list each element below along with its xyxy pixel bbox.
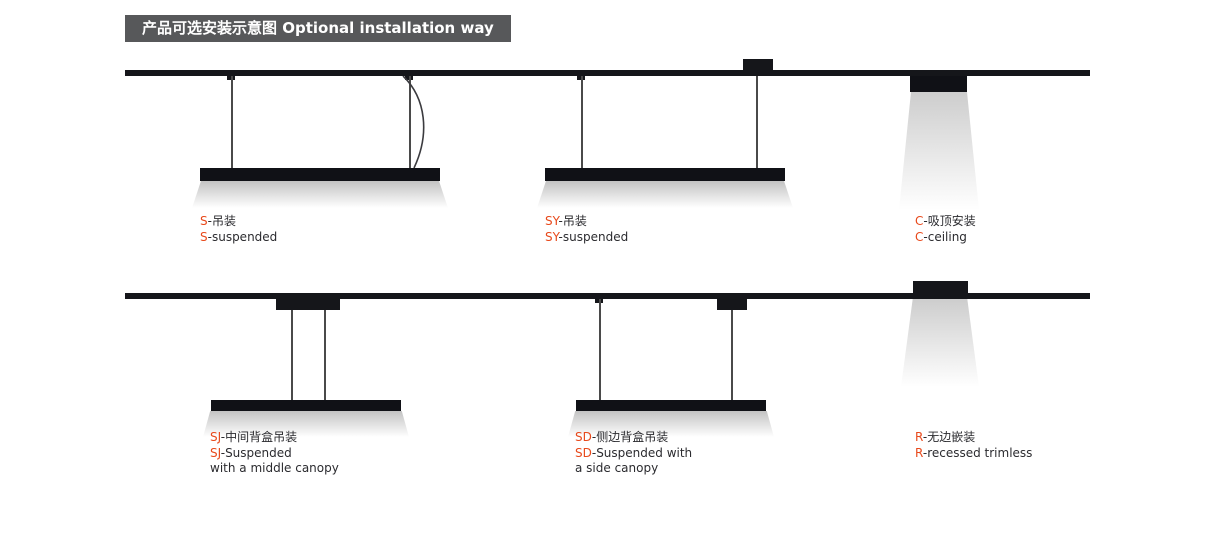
suspension-wire xyxy=(599,299,601,400)
suspension-wire xyxy=(324,310,326,400)
label-sy: SY-吊装 SY-suspended xyxy=(545,214,628,245)
ceiling-line-row1 xyxy=(125,70,1090,76)
label-line-en2: a side canopy xyxy=(575,461,659,475)
light-fixture-bar xyxy=(545,168,785,181)
label-line-cn: C-吸顶安装 xyxy=(915,214,976,228)
label-c: C-吸顶安装 C-ceiling xyxy=(915,214,976,245)
light-glow xyxy=(203,411,409,437)
power-cable xyxy=(402,76,425,168)
suspension-wire xyxy=(409,76,411,168)
label-r: R-无边嵌装 R-recessed trimless xyxy=(915,430,1032,461)
section-title: 产品可选安装示意图 Optional installation way xyxy=(125,15,511,42)
label-line-en: SJ-Suspended xyxy=(210,445,292,460)
suspension-wire xyxy=(291,310,293,400)
suspension-wire xyxy=(731,310,733,400)
label-line-en: SY-suspended xyxy=(545,229,629,244)
label-line-en: R-recessed trimless xyxy=(915,445,1033,460)
light-fixture-bar xyxy=(200,168,440,181)
label-line-cn: SY-吊装 xyxy=(545,214,587,228)
suspension-wire xyxy=(756,76,758,168)
light-glow xyxy=(192,181,448,208)
ceiling-line-row2 xyxy=(125,293,1090,299)
label-line-en2: with a middle canopy xyxy=(210,461,339,475)
middle-canopy-box xyxy=(276,299,340,310)
label-sd: SD-侧边背盒吊装 SD-Suspended with a side canop… xyxy=(575,430,692,477)
label-line-cn: SJ-中间背盒吊装 xyxy=(210,430,298,444)
light-fixture-bar xyxy=(576,400,766,411)
recessed-fixture-box xyxy=(913,281,968,293)
label-line-cn: S-吊装 xyxy=(200,214,236,228)
label-line-cn: SD-侧边背盒吊装 xyxy=(575,430,669,444)
light-beam xyxy=(901,299,979,387)
side-canopy-box xyxy=(717,299,747,310)
label-line-en: S-suspended xyxy=(200,229,278,244)
label-line-en: C-ceiling xyxy=(915,229,967,244)
light-fixture-bar xyxy=(211,400,401,411)
label-line-cn: R-无边嵌装 xyxy=(915,430,976,444)
label-sj: SJ-中间背盒吊装 SJ-Suspended with a middle can… xyxy=(210,430,339,477)
power-feed-box xyxy=(743,59,773,70)
light-glow xyxy=(568,411,774,437)
label-line-en: SD-Suspended with xyxy=(575,445,693,460)
suspension-wire xyxy=(581,76,583,168)
suspension-wire xyxy=(231,76,233,168)
surface-mounted-fixture xyxy=(910,76,967,92)
light-beam xyxy=(899,92,979,210)
label-s: S-吊装 S-suspended xyxy=(200,214,277,245)
light-glow xyxy=(537,181,793,208)
